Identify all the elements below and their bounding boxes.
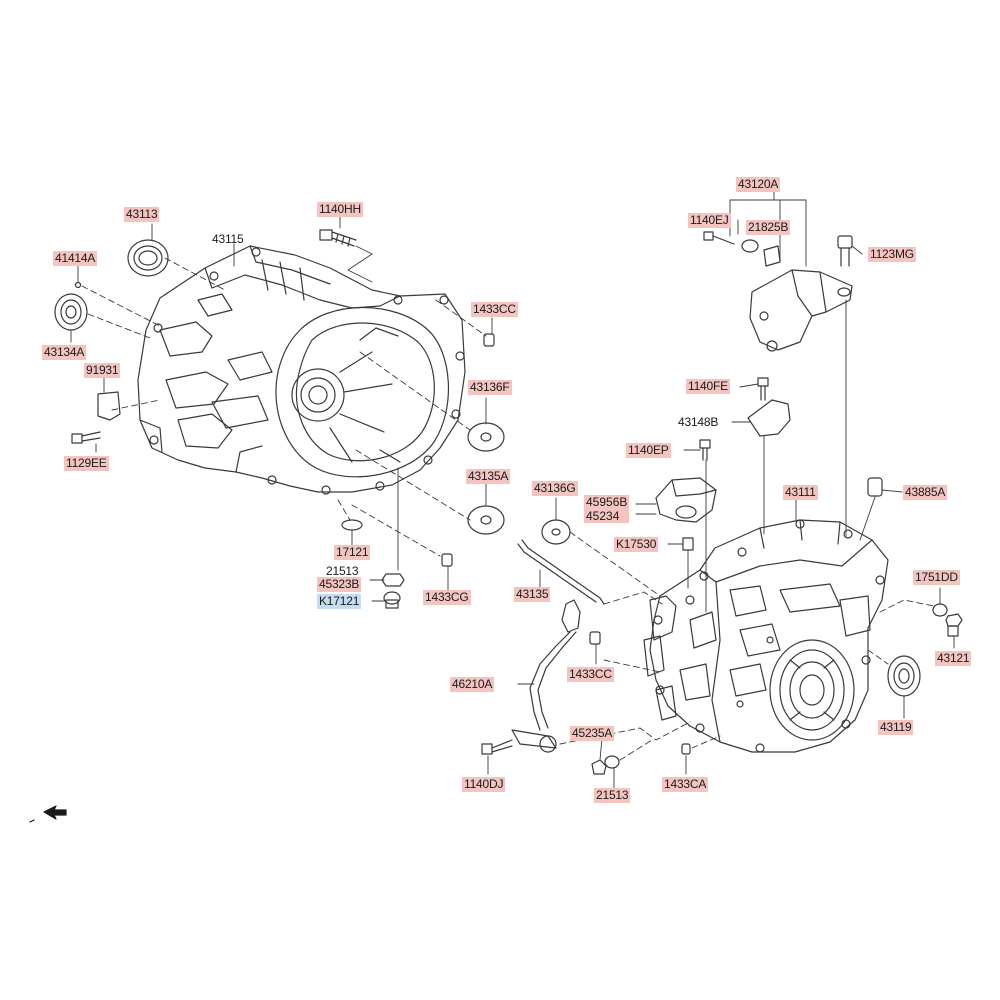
label-1129ee: 1129EE (64, 456, 109, 471)
right-small-parts (481, 231, 963, 775)
cover-43136f (467, 422, 505, 452)
seal-43119 (887, 655, 921, 697)
cover-43135a (467, 505, 505, 535)
label-43120a: 43120A (736, 177, 781, 192)
sensor-45234 (655, 477, 717, 523)
label-43135: 43135 (514, 587, 551, 602)
label-43111: 43111 (783, 485, 818, 500)
seal-43113 (127, 239, 169, 277)
label-43119: 43119 (878, 720, 914, 735)
dowel-1433cg (441, 553, 453, 567)
seal-43134a (54, 293, 88, 331)
label-21513-top: 21513 (326, 564, 359, 578)
label-17121: 17121 (334, 545, 371, 560)
part-k17530 (682, 537, 694, 551)
label-43135a: 43135A (466, 469, 511, 484)
label-1433ca: 1433CA (662, 777, 709, 792)
bushing-21825b (741, 239, 781, 267)
label-43113: 43113 (124, 207, 160, 222)
label-1140ep: 1140EP (626, 443, 671, 458)
plug-k17121 (383, 591, 401, 609)
label-1433cc-bottom: 1433CC (567, 667, 614, 682)
dowel-1433cc-top (483, 333, 495, 347)
label-43121: 43121 (935, 651, 972, 666)
bracket-43120a (749, 269, 853, 352)
label-43148b: 43148B (678, 415, 719, 429)
plug-43885a (867, 477, 883, 497)
label-46210a: 46210A (450, 677, 495, 692)
rod-43135 (517, 539, 605, 605)
label-1140fe: 1140FE (686, 379, 730, 394)
label-43136g: 43136G (532, 481, 578, 496)
nut-45323b (381, 573, 405, 587)
label-1751dd: 1751DD (913, 570, 960, 585)
plug-43121 (945, 613, 963, 637)
hose-46210a (511, 599, 581, 753)
washer-21513-bottom (604, 755, 620, 769)
label-21513-bottom: 21513 (594, 788, 631, 803)
bolt-1140hh (319, 229, 357, 247)
part-45235a (591, 759, 607, 775)
label-45323b: 45323B (317, 577, 362, 592)
bolt-1140ep (699, 439, 711, 461)
label-91931: 91931 (84, 363, 121, 378)
bracket-91931 (97, 391, 121, 421)
label-k17121: K17121 (317, 594, 362, 609)
clutch-housing-43115 (137, 245, 466, 495)
bolt-1140dj (481, 739, 513, 755)
label-21825b: 21825B (746, 220, 791, 235)
label-43115: 43115 (212, 232, 244, 246)
label-45956b: 45956B (584, 495, 630, 509)
bolt-1123mg (837, 235, 853, 267)
transmission-case-43111 (643, 519, 889, 753)
label-43136f: 43136F (468, 380, 512, 395)
pin-41414a (74, 281, 82, 289)
label-1140dj: 1140DJ (462, 777, 506, 792)
label-43134a: 43134A (42, 345, 87, 360)
label-1433cg: 1433CG (423, 590, 471, 605)
label-1433cc-top: 1433CC (471, 302, 518, 317)
label-45235a: 45235A (570, 726, 615, 741)
bolt-1129ee (71, 431, 101, 444)
label-45234: 45234 (584, 509, 630, 523)
dowel-1433ca (681, 743, 691, 755)
bolt-1140ej (703, 231, 735, 245)
label-stack-45956b-45234: 45956B 45234 (584, 495, 630, 523)
label-41414a: 41414A (53, 251, 98, 266)
label-1140hh: 1140HH (317, 202, 363, 217)
washer-17121 (341, 519, 363, 531)
dowel-1433cc-bottom (589, 631, 601, 645)
bracket-43148b (747, 399, 791, 437)
label-k17530: K17530 (614, 537, 659, 552)
label-1123mg: 1123MG (868, 247, 916, 262)
washer-1751dd (932, 603, 948, 617)
label-43885a: 43885A (903, 485, 948, 500)
bolt-1140fe (757, 377, 769, 401)
front-arrow-icon (29, 805, 67, 823)
left-leader-lines (70, 214, 493, 602)
label-1140ej: 1140EJ (688, 213, 731, 228)
cover-43136g (541, 519, 571, 545)
